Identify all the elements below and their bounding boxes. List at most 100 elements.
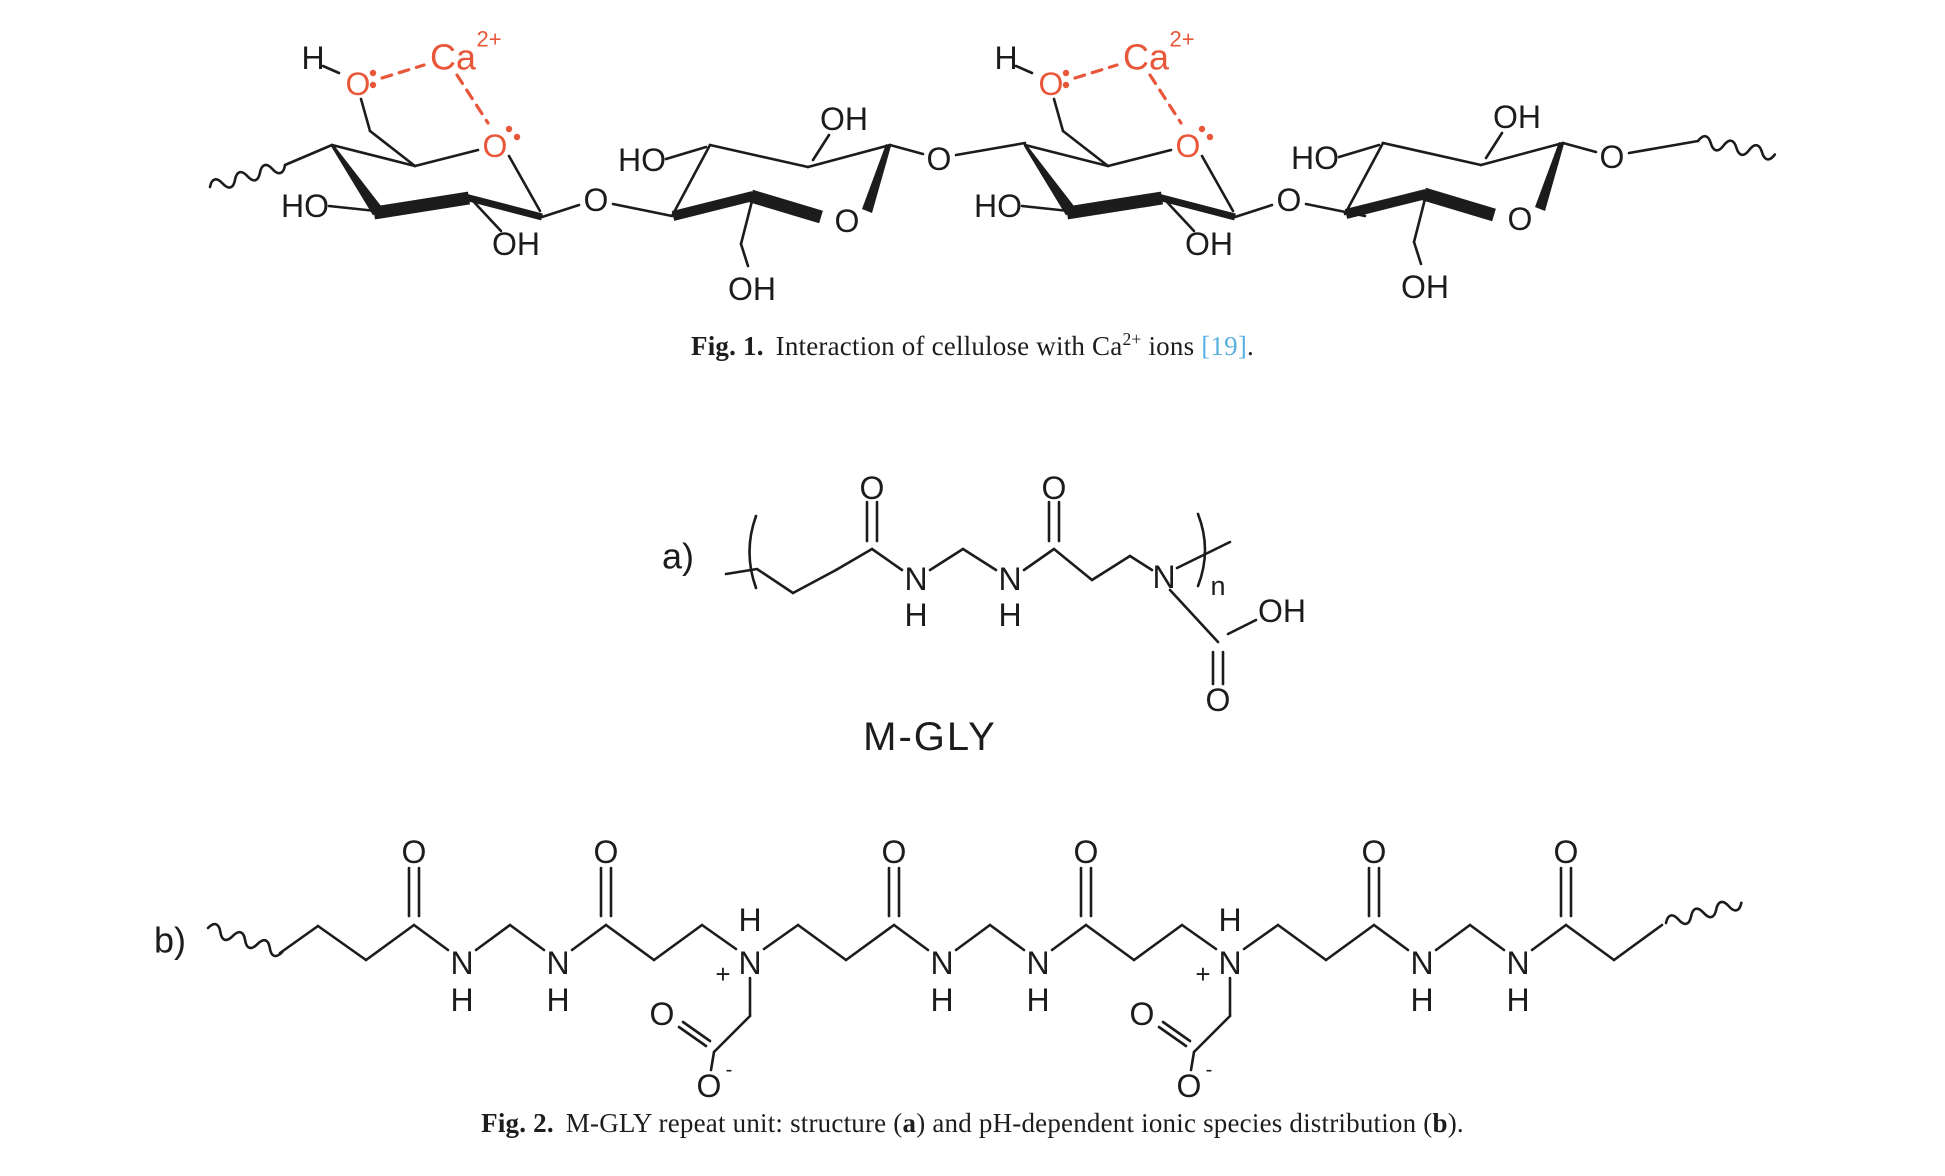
amide-hydrogen-label: H <box>1410 982 1433 1018</box>
bond <box>892 923 930 952</box>
bond <box>604 923 656 962</box>
ammonium-nitrogen-label: N <box>1218 945 1241 981</box>
panel-a-label: a) <box>662 536 694 577</box>
bond <box>1084 923 1136 962</box>
carbonyl-oxygen-label: O <box>860 470 885 506</box>
bond <box>1324 923 1376 962</box>
double-bond <box>681 1020 712 1043</box>
positive-charge-label: + <box>715 959 730 989</box>
polymer-name-label: M-GLY <box>863 715 997 759</box>
bond <box>796 923 848 962</box>
bond <box>652 923 704 962</box>
polymer-bracket-left <box>748 514 758 590</box>
bond <box>724 567 795 595</box>
amide-hydrogen-label: H <box>998 597 1021 633</box>
carbonyl-oxygen-label: O <box>1042 470 1067 506</box>
bond <box>570 923 608 952</box>
amide-nitrogen-label: N <box>546 945 569 981</box>
carbonyl-oxygen-label: O <box>1554 834 1579 870</box>
fig2a-mgly-structure: a) O N H N H O N n O OH M-GLY <box>662 470 1306 759</box>
negative-charge-label: - <box>1206 1059 1213 1081</box>
ammonium-hydrogen-label: H <box>738 902 761 938</box>
bond <box>1612 923 1664 962</box>
glucose-unit-2 <box>618 101 1025 307</box>
repeat-subscript-label: n <box>1210 571 1225 601</box>
fig2b-ionic-structure: b) O N H N H O H N + O O - <box>154 834 1745 1104</box>
bond <box>834 547 874 572</box>
wavy-bond <box>1695 133 1778 162</box>
bond <box>1175 540 1232 570</box>
bond-oh <box>1226 618 1258 636</box>
bond <box>1132 923 1184 962</box>
amide-hydrogen-label: H <box>546 982 569 1018</box>
amide-nitrogen-label: N <box>1026 945 1049 981</box>
bond <box>709 1050 716 1072</box>
carbonyl-oxygen-label: O <box>402 834 427 870</box>
fig1-caption-text: ions <box>1141 331 1202 361</box>
bond <box>474 923 512 952</box>
bond <box>1434 923 1472 952</box>
tertiary-nitrogen-label: N <box>1152 559 1175 595</box>
carboxylate-oxygen-label: O <box>697 1068 722 1104</box>
ammonium-nitrogen-label: N <box>738 945 761 981</box>
bond <box>1022 547 1056 572</box>
polymer-bracket-right <box>1196 512 1207 588</box>
bond-pendant <box>712 1014 752 1054</box>
double-bond <box>677 1025 708 1048</box>
panel-b-label: b) <box>154 920 186 961</box>
carboxylate-oxygen-label: O <box>650 996 675 1032</box>
bond <box>1242 923 1280 951</box>
fig2-caption-tag: Fig. 2. <box>481 1108 554 1138</box>
bond <box>870 547 904 572</box>
bond <box>1090 554 1132 582</box>
bond <box>928 547 965 572</box>
bond-pendant <box>1192 1014 1232 1054</box>
fig1-caption-period: . <box>1247 331 1254 361</box>
amide-nitrogen-label: N <box>1506 945 1529 981</box>
bond <box>1128 554 1154 572</box>
fig1-caption-text: Interaction of cellulose with Ca <box>775 331 1123 361</box>
bond <box>283 143 334 167</box>
bond <box>700 923 738 951</box>
fig1-caption: Fig. 1.Interaction of cellulose with Ca2… <box>0 329 1945 362</box>
bond <box>1050 923 1088 952</box>
carboxylate-oxygen-label: O <box>1177 1068 1202 1104</box>
reference-link[interactable]: [19] <box>1201 331 1248 361</box>
bond <box>508 923 546 952</box>
fig1-cellulose-structure <box>207 27 1778 308</box>
wavy-bond <box>1663 895 1745 931</box>
amide-hydrogen-label: H <box>904 597 927 633</box>
wavy-bond <box>207 158 288 195</box>
bond <box>762 923 800 951</box>
bond <box>988 923 1026 952</box>
carboxyl-oxygen-label: O <box>1206 682 1231 718</box>
amide-nitrogen-label: N <box>1410 945 1433 981</box>
bond <box>1180 923 1218 951</box>
positive-charge-label: + <box>1195 959 1210 989</box>
fig2-caption: Fig. 2. M-GLY repeat unit: structure (a) … <box>0 1108 1945 1139</box>
fig2-caption-text: ). <box>1447 1108 1464 1138</box>
fig2-caption-bold-a: a <box>902 1108 917 1138</box>
amide-nitrogen-label: N <box>930 945 953 981</box>
bond <box>791 568 838 595</box>
double-bond <box>1157 1025 1188 1048</box>
bond <box>961 547 998 572</box>
fig2-caption-text: ) and pH-dependent ionic species distrib… <box>916 1108 1433 1138</box>
carboxylate-oxygen-label: O <box>1130 996 1155 1032</box>
bond <box>844 923 896 962</box>
bond-pendant <box>1168 588 1220 644</box>
fig1-caption-superscript: 2+ <box>1122 329 1142 349</box>
bond <box>364 923 416 962</box>
glucose-unit-4 <box>1291 99 1698 305</box>
fig2-caption-text: M-GLY repeat unit: structure ( <box>565 1108 903 1138</box>
double-bond <box>1161 1020 1192 1043</box>
amide-hydrogen-label: H <box>1506 982 1529 1018</box>
wavy-bond <box>204 920 286 960</box>
fig2-caption-bold-b: b <box>1432 1108 1448 1138</box>
bond <box>412 923 450 952</box>
amide-nitrogen-label: N <box>998 561 1021 597</box>
bond <box>1189 1050 1196 1072</box>
amide-hydrogen-label: H <box>450 982 473 1018</box>
